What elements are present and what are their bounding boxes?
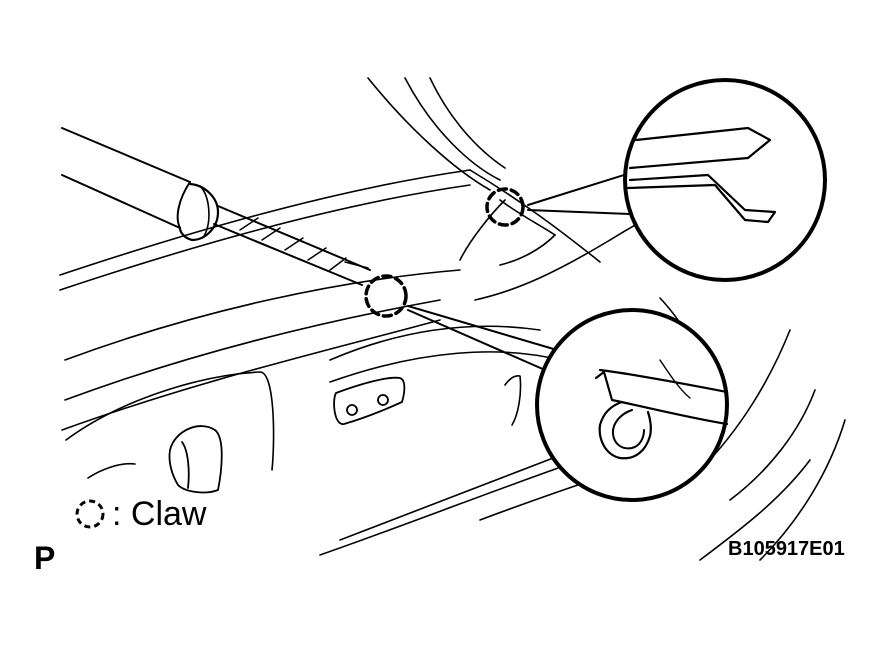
callout-pointer-lower — [407, 305, 558, 371]
screwdriver-icon — [61, 127, 371, 286]
legend: : Claw — [72, 494, 206, 534]
seat-side-bezel — [65, 371, 522, 479]
claw-marker-lower — [364, 274, 408, 318]
callout-pointer-upper — [527, 169, 641, 215]
corner-mark: P — [34, 540, 56, 576]
seat-lever-knob — [168, 425, 223, 494]
detail-callout-upper — [623, 78, 827, 282]
seat-switch-panel — [333, 376, 406, 425]
detail-callout-lower — [535, 308, 729, 502]
claw-marker-upper — [485, 187, 525, 227]
legend-label: : Claw — [112, 494, 207, 533]
dashed-circle-icon — [75, 499, 105, 529]
figure-id: B105917E01 — [728, 538, 845, 560]
